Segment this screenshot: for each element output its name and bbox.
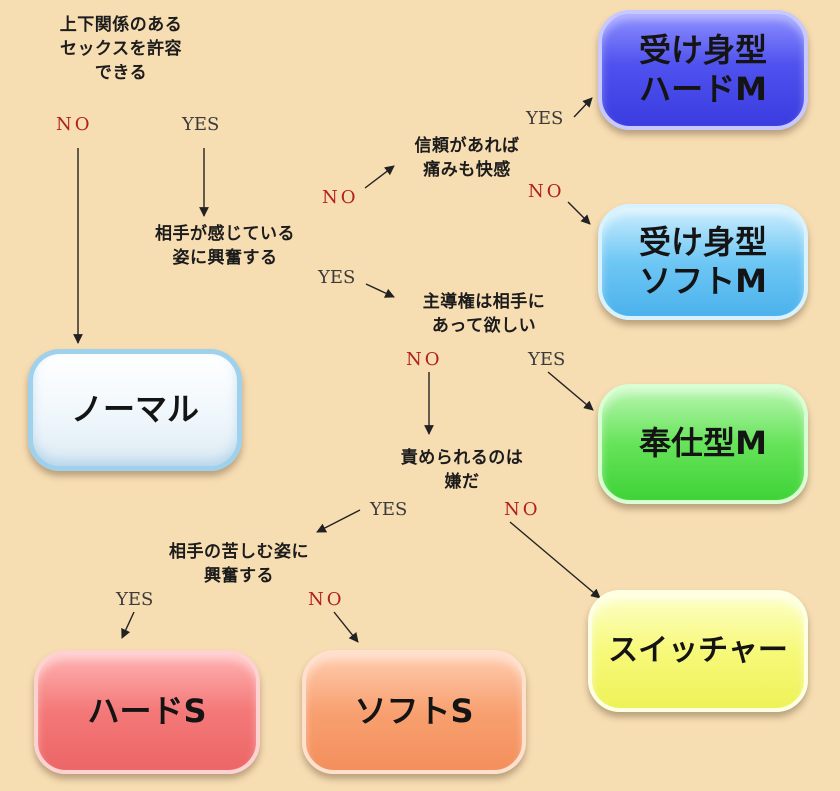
arrow-q6-no: [333, 611, 359, 643]
question-q4: 主導権は相手に あって欲しい: [396, 290, 572, 338]
label-q4-no: NO: [406, 349, 443, 370]
result-line: ノーマル: [70, 390, 199, 429]
result-soft-m: 受け身型ソフトM: [598, 204, 808, 320]
result-hard-m: 受け身型ハードM: [598, 10, 808, 130]
label-q3-no: NO: [528, 181, 565, 202]
arrow-q3-yes: [573, 97, 593, 118]
question-line: 嫌だ: [444, 472, 480, 492]
question-line: 相手が感じている: [155, 224, 295, 244]
question-q6: 相手の苦しむ姿に 興奮する: [134, 540, 344, 588]
label-q6-yes: YES: [116, 589, 154, 610]
result-switcher: スイッチャー: [588, 590, 808, 712]
label-q6-no: NO: [308, 589, 345, 610]
question-q3: 信頼があれば 痛みも快感: [392, 134, 542, 182]
label-q4-yes: YES: [528, 349, 566, 370]
result-line: ソフトM: [639, 262, 767, 300]
result-line: ソフトS: [354, 692, 474, 731]
question-line: 上下関係のある: [59, 15, 183, 35]
label-q1-no: NO: [56, 114, 93, 135]
question-line: できる: [94, 63, 148, 83]
result-line: ハードS: [87, 692, 207, 731]
arrow-q2-yes: [365, 283, 395, 298]
result-line: ハードM: [639, 70, 767, 108]
label-q5-no: NO: [504, 499, 541, 520]
arrow-q3-no: [567, 201, 591, 225]
arrow-q4-yes: [547, 371, 594, 411]
result-line: 受け身型: [638, 30, 767, 69]
arrow-q2-no: [364, 165, 395, 189]
question-line: 信頼があれば: [414, 136, 520, 156]
question-line: 痛みも快感: [423, 160, 511, 180]
label-q3-yes: YES: [526, 108, 564, 129]
result-normal: ノーマル: [28, 349, 242, 471]
arrow-q5-yes: [316, 509, 361, 533]
question-line: 相手の苦しむ姿に: [169, 542, 309, 562]
label-q1-yes: YES: [182, 114, 220, 135]
question-q2: 相手が感じている 姿に興奮する: [130, 222, 320, 270]
label-q2-yes: YES: [318, 267, 356, 288]
question-line: 主導権は相手に: [422, 292, 546, 312]
arrow-q5-no: [509, 521, 601, 599]
question-line: 興奮する: [204, 566, 274, 586]
question-line: 責められるのは: [400, 448, 524, 468]
label-q5-yes: YES: [370, 499, 408, 520]
question-line: あって欲しい: [431, 316, 537, 336]
result-soft-s: ソフトS: [302, 650, 526, 774]
question-line: セックスを許容: [60, 39, 182, 59]
question-q5: 責められるのは 嫌だ: [374, 446, 550, 494]
arrow-q6-yes: [121, 611, 135, 639]
result-hard-s: ハードS: [34, 650, 260, 774]
question-q1: 上下関係のある セックスを許容 できる: [38, 13, 204, 85]
label-q2-no: NO: [322, 187, 359, 208]
result-line: スイッチャー: [608, 632, 788, 668]
result-hoshi-m: 奉仕型M: [598, 384, 808, 504]
question-line: 姿に興奮する: [172, 248, 278, 268]
result-line: 奉仕型M: [639, 424, 767, 463]
result-line: 受け身型: [638, 222, 767, 261]
